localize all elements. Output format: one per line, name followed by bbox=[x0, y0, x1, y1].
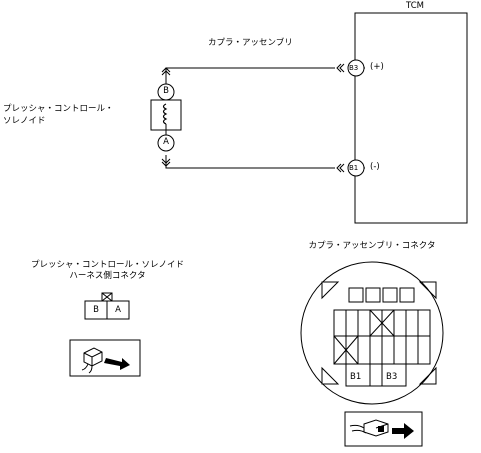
tcm-pin-b1 bbox=[347, 159, 365, 177]
connector-view-arrow-icon bbox=[69, 339, 141, 377]
coupler-corner-tabs bbox=[321, 281, 437, 385]
connector-plug-arrow-icon bbox=[344, 411, 423, 447]
tcm-pin-b3-polarity: (+) bbox=[370, 62, 384, 72]
solenoid-pin-a-label: A bbox=[163, 137, 169, 147]
harness-connector-lock bbox=[101, 292, 113, 302]
solenoid-frame bbox=[150, 99, 182, 131]
tcm-pin-b3 bbox=[347, 59, 365, 77]
coupler-connector-body bbox=[300, 261, 444, 405]
solenoid-pin-a bbox=[157, 134, 175, 152]
solenoid-label-line1: プレッシャ・コントロール・ bbox=[3, 104, 114, 114]
solenoid-pin-b-label: B bbox=[163, 86, 169, 96]
coupler-connector-title: カプラ・アッセンブリ・コネクタ bbox=[308, 241, 436, 251]
harness-connector-title-line1: プレッシャ・コントロール・ソレノイド bbox=[30, 260, 184, 270]
solenoid-coil-icon bbox=[162, 103, 168, 125]
connector-chevron-icon bbox=[161, 67, 171, 167]
harness-pin-a: A bbox=[115, 305, 121, 315]
tcm-pin-b1-label: B1 bbox=[349, 164, 359, 172]
harness-pin-b: B bbox=[93, 305, 99, 315]
connector-chevron-icon bbox=[336, 63, 345, 173]
solenoid-label-line2: ソレノイド bbox=[3, 116, 46, 126]
tcm-title: TCM bbox=[406, 1, 424, 11]
coupler-pin-grid bbox=[333, 287, 431, 387]
tcm-pin-b3-label: B3 bbox=[349, 64, 359, 72]
wire-negative bbox=[165, 155, 365, 169]
tcm-pin-b1-polarity: (-) bbox=[370, 162, 380, 172]
harness-connector-title-line2: ハーネス側コネクタ bbox=[69, 271, 146, 281]
coupler-pin-b3: B3 bbox=[386, 372, 398, 382]
wire-positive bbox=[165, 67, 365, 84]
coupler-pin-b1: B1 bbox=[350, 372, 362, 382]
coupler-assembly-label: カプラ・アッセンブリ bbox=[208, 38, 293, 48]
tcm-box bbox=[354, 12, 468, 224]
